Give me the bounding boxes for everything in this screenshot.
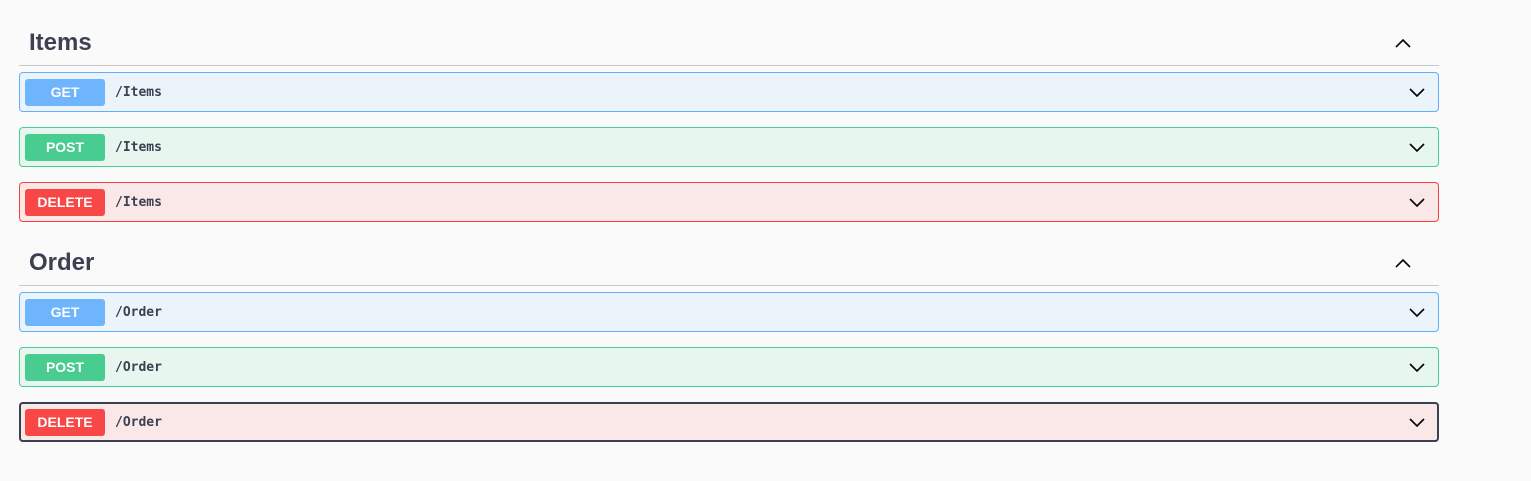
tag-title: Order: [29, 248, 95, 276]
method-badge: GET: [25, 78, 105, 106]
method-badge: GET: [25, 298, 105, 326]
operation-delete-order[interactable]: DELETE /Order: [19, 402, 1439, 442]
operation-delete-items[interactable]: DELETE /Items: [19, 182, 1439, 222]
operation-path: /Items: [115, 84, 162, 100]
operation-path: /Items: [115, 194, 162, 210]
chevron-up-icon[interactable]: [1383, 28, 1423, 58]
chevron-up-icon[interactable]: [1383, 248, 1423, 278]
tag-title: Items: [29, 28, 92, 56]
chevron-down-icon[interactable]: [1405, 190, 1429, 214]
method-badge: DELETE: [25, 408, 105, 436]
chevron-down-icon[interactable]: [1405, 135, 1429, 159]
method-badge: POST: [25, 353, 105, 381]
chevron-down-icon[interactable]: [1405, 410, 1429, 434]
operation-path: /Order: [115, 414, 162, 430]
tag-header-order[interactable]: Order: [19, 240, 1439, 286]
method-badge: DELETE: [25, 188, 105, 216]
operation-path: /Order: [115, 359, 162, 375]
chevron-down-icon[interactable]: [1405, 355, 1429, 379]
operation-path: /Items: [115, 139, 162, 155]
chevron-down-icon[interactable]: [1405, 300, 1429, 324]
method-badge: POST: [25, 133, 105, 161]
tag-header-items[interactable]: Items: [19, 20, 1439, 66]
chevron-down-icon[interactable]: [1405, 80, 1429, 104]
operation-path: /Order: [115, 304, 162, 320]
operation-post-order[interactable]: POST /Order: [19, 347, 1439, 387]
operation-get-order[interactable]: GET /Order: [19, 292, 1439, 332]
tag-section-order: Order: [19, 240, 1439, 286]
operation-get-items[interactable]: GET /Items: [19, 72, 1439, 112]
operation-post-items[interactable]: POST /Items: [19, 127, 1439, 167]
tag-section-items: Items: [19, 20, 1439, 66]
